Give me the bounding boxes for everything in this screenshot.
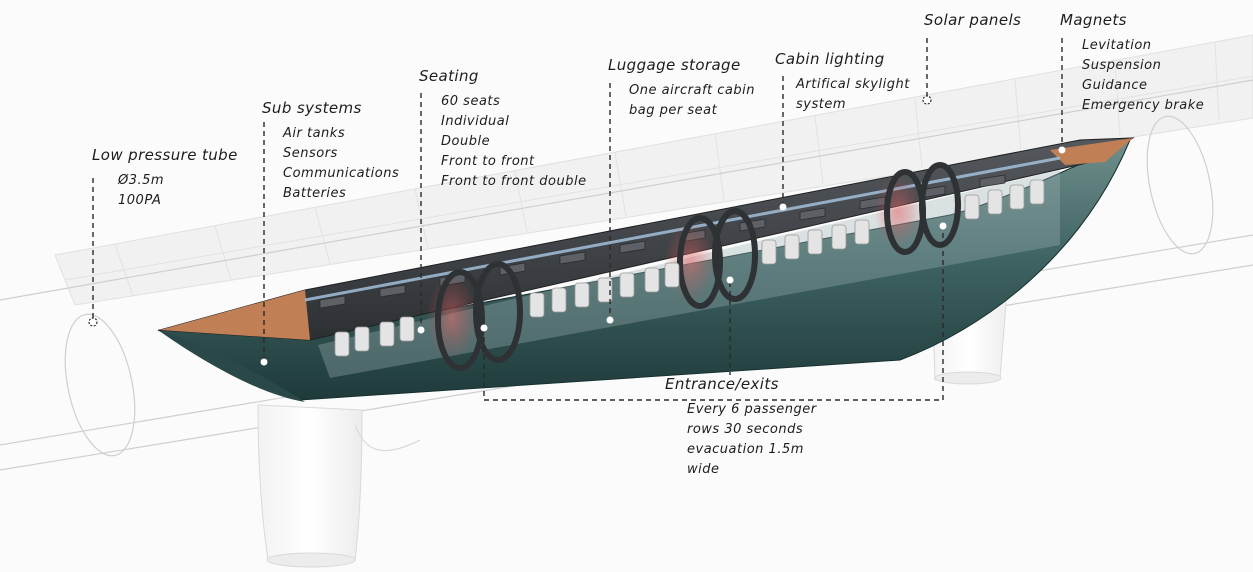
- callout-item: Individual: [441, 114, 510, 129]
- callout-item: rows 30 seconds: [687, 422, 804, 437]
- callout-title: Luggage storage: [608, 56, 741, 74]
- marker-lighting-dot: [779, 203, 787, 211]
- callout-item: Double: [441, 134, 491, 149]
- callout-item: Artifical skylight: [796, 77, 910, 92]
- marker-entrance-dot: [480, 324, 488, 332]
- callout-cabin-lighting: Cabin lighting Artifical skylight system: [775, 50, 910, 115]
- cabin-interior: [318, 162, 1060, 378]
- callout-item: Guidance: [1082, 78, 1148, 93]
- callout-item: bag per seat: [629, 103, 718, 118]
- callout-item: 100PA: [118, 193, 162, 208]
- callout-title: Seating: [419, 67, 479, 85]
- marker-luggage-dot: [606, 316, 614, 324]
- marker-dots: [88, 95, 1066, 366]
- callout-item: evacuation 1.5m: [687, 442, 804, 457]
- leader-lines: [92, 38, 1063, 401]
- callout-title: Cabin lighting: [775, 50, 885, 68]
- callout-item: Every 6 passenger: [687, 402, 817, 417]
- callout-magnets: Magnets Levitation Suspension Guidance E…: [1060, 11, 1204, 116]
- callout-sub-systems: Sub systems Air tanks Sensors Communicat…: [262, 99, 399, 204]
- seat-rows: [334, 179, 1045, 357]
- callout-item: Air tanks: [283, 126, 346, 141]
- callout-title: Low pressure tube: [92, 146, 238, 164]
- callout-item: Front to front double: [441, 174, 587, 189]
- callout-item: system: [796, 97, 846, 112]
- marker-tube-dot: [88, 317, 98, 327]
- callout-title: Sub systems: [262, 99, 362, 117]
- callout-item: Communications: [283, 166, 400, 181]
- callout-item: wide: [687, 462, 720, 477]
- marker-solar-dot: [922, 95, 932, 105]
- callout-item: Ø3.5m: [118, 173, 165, 188]
- callout-title: Magnets: [1060, 11, 1127, 29]
- callout-item: Front to front: [441, 154, 535, 169]
- callout-seating: Seating 60 seats Individual Double Front…: [419, 67, 587, 192]
- callout-item: Levitation: [1082, 38, 1152, 53]
- callout-item: One aircraft cabin: [629, 83, 756, 98]
- marker-seating-dot: [417, 326, 425, 334]
- marker-exit-dot: [939, 222, 947, 230]
- callout-item: Emergency brake: [1082, 98, 1205, 113]
- callout-entrance-exits: Entrance/exits Every 6 passenger rows 30…: [665, 375, 817, 480]
- callout-title: Entrance/exits: [665, 375, 779, 393]
- marker-door-dot: [726, 276, 734, 284]
- marker-magnets-dot: [1058, 146, 1066, 154]
- callout-item: 60 seats: [441, 94, 501, 109]
- callout-solar-panels: Solar panels: [924, 11, 1021, 30]
- callout-item: Batteries: [283, 186, 347, 201]
- callout-luggage-storage: Luggage storage One aircraft cabin bag p…: [608, 56, 755, 121]
- callout-item: Suspension: [1082, 58, 1162, 73]
- callout-item: Sensors: [283, 146, 338, 161]
- marker-subsystems-dot: [260, 358, 268, 366]
- door-frames: [435, 162, 961, 371]
- callout-low-pressure-tube: Low pressure tube Ø3.5m 100PA: [92, 146, 238, 211]
- callout-title: Solar panels: [924, 11, 1022, 29]
